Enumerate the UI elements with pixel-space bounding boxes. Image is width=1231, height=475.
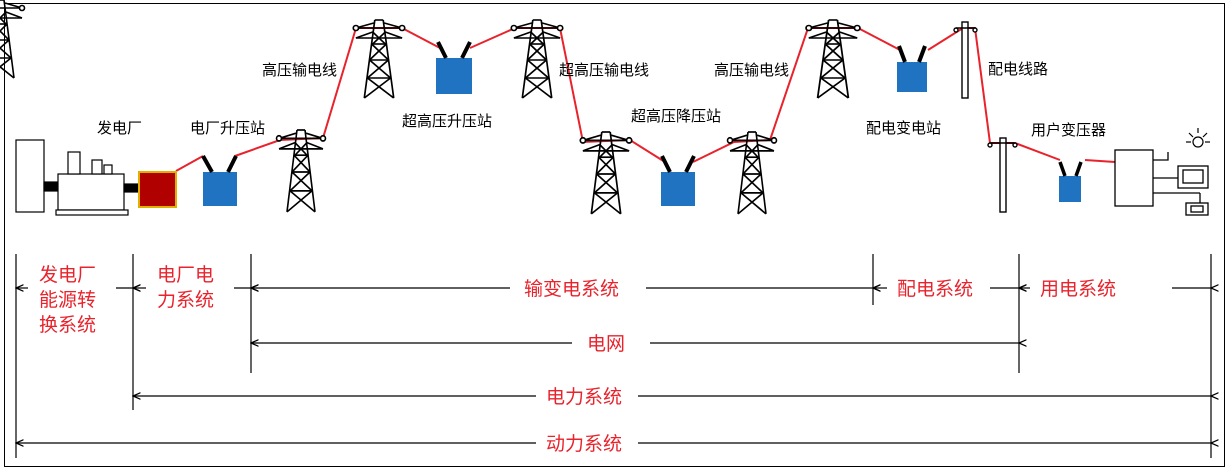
distribution-system-label: 配电系统 xyxy=(897,278,973,300)
transmission-tower-icon xyxy=(726,131,778,215)
hv-line-label: 高压输电线 xyxy=(262,61,337,79)
lightbulb-icon xyxy=(1186,128,1210,148)
transmission-tower-icon xyxy=(510,19,564,99)
power-plant-label: 发电厂 xyxy=(97,119,142,137)
energy-conversion-system-label-line2: 能源转 xyxy=(39,289,96,311)
transformer-icon xyxy=(660,155,696,206)
hv-line-label: 高压输电线 xyxy=(714,61,789,79)
generator-set-icon xyxy=(15,139,141,216)
user-transformer-label: 用户变压器 xyxy=(1031,121,1106,139)
transformer-icon xyxy=(436,41,472,94)
consumption-system-label: 用电系统 xyxy=(1040,278,1116,300)
transmission-tower-icon xyxy=(805,19,861,99)
utility-pole-icon xyxy=(953,21,978,99)
transmission-tower-icon xyxy=(0,0,26,79)
transformer-icon xyxy=(1058,161,1083,202)
plant-step-up-label: 电厂升压站 xyxy=(190,119,265,137)
transmission-tower-icon xyxy=(579,131,633,215)
diagram-frame xyxy=(4,3,1225,467)
plant-electrical-system-label-line2: 力系统 xyxy=(157,289,214,311)
transformer-icon xyxy=(897,45,927,92)
transmission-system-label: 输变电系统 xyxy=(524,278,619,300)
ehv-line-label: 超高压输电线 xyxy=(559,61,649,79)
energy-conversion-system-label-line1: 发电厂 xyxy=(39,264,96,286)
energy-conversion-system-label-line3: 换系统 xyxy=(39,314,96,336)
grid-label: 电网 xyxy=(587,333,625,355)
distribution-substation-label: 配电变电站 xyxy=(866,119,941,137)
distribution-line-label: 配电线路 xyxy=(988,60,1048,78)
transformer-icon xyxy=(201,155,238,206)
power-system-label: 电力系统 xyxy=(546,386,622,408)
power-total-system-label: 动力系统 xyxy=(546,433,622,455)
span-arrows xyxy=(16,288,1211,443)
transmission-tower-icon xyxy=(352,19,406,99)
transmission-tower-icon xyxy=(275,129,327,213)
utility-pole-icon xyxy=(987,137,1018,213)
power-line xyxy=(175,27,1116,172)
plant-electrical-system-label-line1: 电厂电 xyxy=(157,264,214,286)
generator-icon xyxy=(138,171,177,208)
user-equipment-icon xyxy=(1114,149,1209,216)
ehv-step-down-label: 超高压降压站 xyxy=(631,107,721,125)
ehv-step-up-label: 超高压升压站 xyxy=(402,112,492,130)
